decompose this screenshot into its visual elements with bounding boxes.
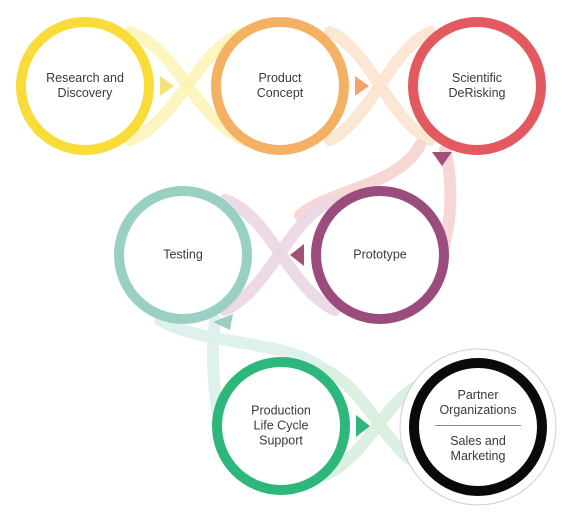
label-production: Production Life Cycle Support	[251, 403, 311, 448]
circle-research	[16, 17, 154, 155]
circle-derisking	[408, 17, 546, 155]
label-derisking: Scientific DeRisking	[448, 71, 506, 100]
circle-partners	[409, 358, 547, 496]
connectors	[124, 26, 457, 481]
label-partners: Partner Organizations Sales and Marketin…	[435, 388, 521, 464]
label-concept: Product Concept	[256, 71, 304, 100]
label-prototype: Prototype	[353, 247, 407, 262]
arrow-prototype-testing	[290, 244, 304, 266]
arrow-research-concept	[160, 76, 174, 96]
label-research: Research and Discovery	[46, 71, 124, 100]
label-testing: Testing	[163, 247, 203, 262]
connector-testing-production-2	[154, 314, 331, 376]
arrow-derisking-prototype	[432, 152, 452, 166]
circle-production	[212, 357, 350, 495]
arrow-concept-derisking	[355, 76, 369, 96]
circle-prototype	[311, 186, 449, 324]
connector-testing-prototype-2	[219, 194, 341, 316]
connector-concept-derisking-2	[324, 26, 436, 146]
arrows	[160, 76, 452, 437]
stage-circles	[16, 17, 557, 506]
circle-testing	[114, 186, 252, 324]
label-divider	[435, 425, 521, 426]
arrow-production-partners	[356, 415, 370, 437]
circle-concept	[211, 17, 349, 155]
arrow-testing-production	[213, 314, 233, 330]
